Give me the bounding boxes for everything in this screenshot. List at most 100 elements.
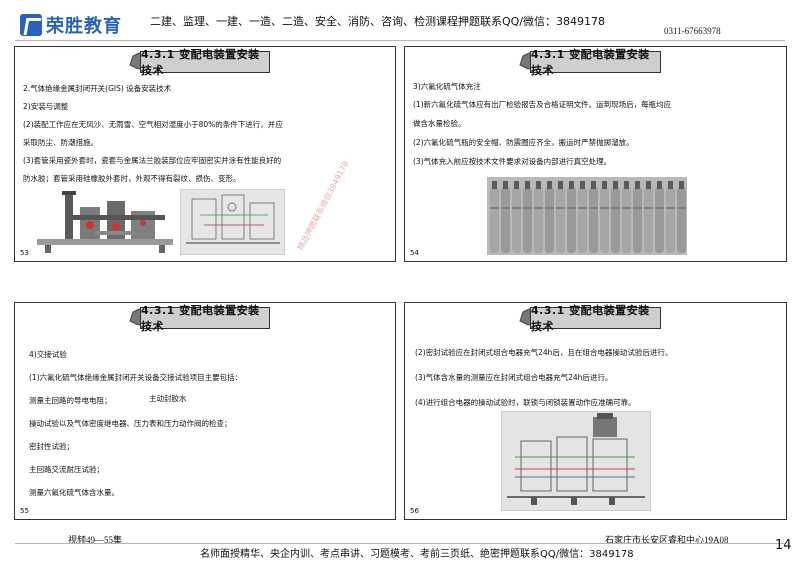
cylinder-band <box>600 207 609 209</box>
cylinder-band <box>534 207 543 209</box>
gas-cylinder <box>644 187 653 253</box>
cylinder-band <box>556 207 565 209</box>
gas-cylinder <box>611 187 620 253</box>
header-rule <box>15 40 785 41</box>
slide-text-line: 防水胶；套管采用硅橡胶外套时，外观不得有裂纹、损伤、变形。 <box>23 174 241 183</box>
cylinder-band <box>611 207 620 209</box>
cylinder-cap <box>503 181 508 189</box>
slide-number: 54 <box>410 249 419 257</box>
gas-cylinder <box>501 187 510 253</box>
header-phone: 0311-67663978 <box>664 26 721 36</box>
slide-number: 53 <box>20 249 29 257</box>
slide-text-line: 2)安装与调整 <box>23 102 69 111</box>
slide-text-line: 4)交接试验 <box>29 350 67 359</box>
slide-text-line: (2)六氟化硫气瓶的安全帽、防震圈应齐全，搬运时严禁抛掷溜放。 <box>413 138 634 147</box>
cylinder-cap <box>569 181 574 189</box>
gas-cylinder <box>523 187 532 253</box>
gas-cylinder <box>490 187 499 253</box>
cylinder-cap <box>547 181 552 189</box>
gas-cylinder <box>534 187 543 253</box>
cylinder-band <box>655 207 664 209</box>
slide-55: 4.3.1 变配电装置安装技术 4)交接试验 (1)六氟化硫气体绝缘金属封闭开关… <box>14 302 396 520</box>
gas-cylinder <box>512 187 521 253</box>
slide-text-line: 采取防尘、防潮措施。 <box>23 138 98 147</box>
slide-text-line: (3)套管采用瓷外套时，瓷套与金属法兰胶装部位应牢固密实并涂有性能良好的 <box>23 156 282 165</box>
footer-address: 石家庄市长安区睿和中心19A08 <box>605 535 729 545</box>
footer-contact-line: 名师面授精华、央企内训、考点串讲、习题模考、考前三页纸、绝密押题联系QQ/微信：… <box>200 549 634 560</box>
cylinder-cap <box>492 181 497 189</box>
gas-cylinder <box>589 187 598 253</box>
cylinder-band <box>578 207 587 209</box>
slide-title: 4.3.1 变配电装置安装技术 <box>530 304 661 333</box>
cylinder-cap <box>514 181 519 189</box>
cylinder-band <box>677 207 686 209</box>
cylinder-band <box>501 207 510 209</box>
cylinder-cap <box>679 181 684 189</box>
gas-cylinder <box>556 187 565 253</box>
cylinder-cap <box>668 181 673 189</box>
slide-text-line: (2)装配工作应在无风沙、无雨雪、空气相对湿度小于80%的条件下进行，并应 <box>23 120 283 129</box>
logo: 荣胜教育 <box>20 12 122 38</box>
cylinder-cap <box>613 181 618 189</box>
footer-rule <box>15 543 785 544</box>
cylinder-band <box>622 207 631 209</box>
slide-text-line: 3)六氟化硫气体充注 <box>413 82 481 91</box>
cylinder-band <box>633 207 642 209</box>
cylinder-band <box>523 207 532 209</box>
slide-text-line: (3)气体充入前应按技术文件要求对设备内部进行真空处理。 <box>413 157 612 166</box>
logo-text: 荣胜教育 <box>46 16 122 37</box>
cylinder-cap <box>657 181 662 189</box>
gis-assembly-drawing <box>501 411 651 511</box>
cylinder-band <box>490 207 499 209</box>
slide-annotation: 主动封胶水 <box>149 394 187 403</box>
cylinder-cap <box>536 181 541 189</box>
gas-cylinder <box>622 187 631 253</box>
header-contact-line: 二建、监理、一建、一造、二造、安全、消防、咨询、检测课程押题联系QQ/微信：38… <box>150 15 606 28</box>
gis-equipment-illustration <box>37 191 173 253</box>
slide-number: 55 <box>20 507 29 515</box>
slide-54: 4.3.1 变配电装置安装技术 3)六氟化硫气体充注 (1)新六氟化硫气体应有出… <box>404 46 787 262</box>
cylinder-cap <box>602 181 607 189</box>
cylinder-band <box>666 207 675 209</box>
slide-text-line: (4)进行组合电器的操动试验时，联锁与闭锁装置动作应准确可靠。 <box>415 398 636 407</box>
cylinder-cap <box>580 181 585 189</box>
cylinder-cap <box>591 181 596 189</box>
slide-56: 4.3.1 变配电装置安装技术 (2)密封试验应在封闭式组合电器充气24h后，且… <box>404 302 787 520</box>
slide-text-line: (1)六氟化硫气体绝缘金属封闭开关设备交接试验项目主要包括： <box>29 373 243 382</box>
gas-cylinder <box>567 187 576 253</box>
cylinder-cap <box>635 181 640 189</box>
cylinder-cap <box>558 181 563 189</box>
slide-text-line: 主回路交流耐压试验； <box>29 465 104 474</box>
page-number: 14 <box>775 538 792 553</box>
gas-cylinder <box>655 187 664 253</box>
cylinder-cap <box>525 181 530 189</box>
gas-cylinders-photo <box>487 177 687 255</box>
slide-text-line: 做含水量检验。 <box>413 119 466 128</box>
gas-cylinder <box>677 187 686 253</box>
gas-cylinder <box>666 187 675 253</box>
gas-cylinder <box>578 187 587 253</box>
gas-cylinder <box>600 187 609 253</box>
slide-title: 4.3.1 变配电装置安装技术 <box>530 48 661 77</box>
slide-number: 56 <box>410 507 419 515</box>
slide-text-line: 测量主回路的导电电阻； <box>29 396 112 405</box>
slide-text-line: (3)气体含水量的测量应在封闭式组合电器充气24h后进行。 <box>415 373 613 382</box>
cylinder-cap <box>646 181 651 189</box>
cylinder-band <box>545 207 554 209</box>
gas-cylinder <box>633 187 642 253</box>
slide-text-line: (2)密封试验应在封闭式组合电器充气24h后，且在组合电器操动试验后进行。 <box>415 348 673 357</box>
slide-title: 4.3.1 变配电装置安装技术 <box>140 48 270 77</box>
cylinder-band <box>589 207 598 209</box>
cylinder-band <box>567 207 576 209</box>
logo-mark-icon <box>20 14 42 36</box>
slide-text-line: 操动试验以及气体密度继电器、压力表和压力动作阀的检查； <box>29 419 232 428</box>
cylinder-band <box>644 207 653 209</box>
gas-cylinder <box>545 187 554 253</box>
gis-line-drawing <box>180 189 285 255</box>
slide-text-line: 密封性试验； <box>29 442 74 451</box>
slide-text-line: (1)新六氟化硫气体应有出厂检验报告及合格证明文件。运到现场后，每瓶均应 <box>413 100 672 109</box>
slide-text-line: 测量六氟化硫气体含水量。 <box>29 488 119 497</box>
cylinder-cap <box>624 181 629 189</box>
cylinder-band <box>512 207 521 209</box>
slide-53: 4.3.1 变配电装置安装技术 2.气体绝缘金属封闭开关(GIS) 设备安装技术… <box>14 46 396 262</box>
